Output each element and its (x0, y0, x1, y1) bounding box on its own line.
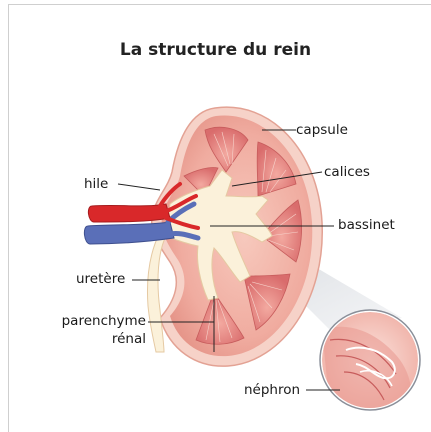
label-renal: rénal (52, 331, 146, 347)
label-nephron: néphron (244, 382, 300, 398)
label-uretere: uretère (76, 271, 125, 287)
label-hile: hile (84, 176, 108, 192)
label-capsule: capsule (296, 122, 348, 138)
label-parenchyme: parenchyme (52, 313, 146, 329)
renal-artery (88, 204, 170, 222)
label-bassinet: bassinet (338, 217, 395, 233)
label-calices: calices (324, 164, 370, 180)
